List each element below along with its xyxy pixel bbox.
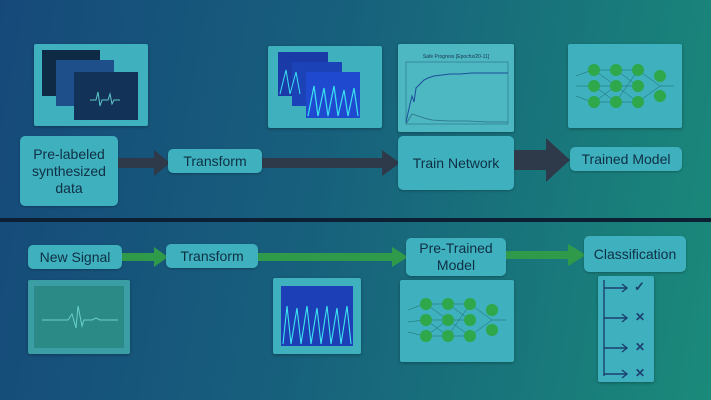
spectrogram-image: [281, 286, 353, 346]
arrow-top-2: [262, 150, 400, 176]
trained-model-box: Trained Model: [570, 147, 682, 171]
arrow-top-1: [118, 150, 170, 176]
arrow-bottom-3: [506, 244, 586, 266]
section-divider: [0, 218, 711, 222]
new-signal-box: New Signal: [28, 245, 122, 269]
pre-trained-network-icon: [407, 298, 506, 342]
trained-network-image: [568, 44, 682, 128]
top-transform-box: Transform: [168, 149, 262, 173]
plot-title: Safe Progress [Epochs/20-11]: [423, 54, 490, 60]
top-transform-label: Transform: [183, 152, 247, 169]
arrow-top-3: [514, 138, 570, 182]
result-mark-x-icon: ✕: [635, 310, 646, 324]
ecg-signal: [34, 286, 124, 348]
transformed-images-thumbnail: [268, 46, 382, 128]
neural-network-icon: [575, 64, 674, 108]
result-mark-check-icon: ✓: [634, 279, 645, 294]
classification-box: Classification: [584, 236, 686, 272]
bottom-spectrogram-thumbnail: [273, 278, 361, 354]
synthesized-data-thumbnail: [34, 44, 148, 126]
pre-trained-model-label: Pre-Trained Model: [419, 240, 493, 273]
pre-trained-network-image: [400, 280, 514, 362]
stacked-spectrograms: [278, 52, 360, 118]
train-network-label: Train Network: [412, 154, 500, 171]
arrow-bottom-1: [122, 247, 168, 267]
new-signal-label: New Signal: [39, 248, 111, 265]
result-mark-x-icon: ✕: [635, 366, 646, 380]
stacked-signal-images: [42, 50, 138, 120]
pre-trained-model-box: Pre-Trained Model: [406, 238, 506, 276]
pre-labeled-data-box: Pre-labeled synthesized data: [20, 136, 118, 206]
training-progress-plot: Safe Progress [Epochs/20-11]: [398, 44, 514, 132]
classification-results: ✓ ✕ ✕ ✕: [598, 276, 654, 382]
bottom-transform-label: Transform: [180, 247, 244, 264]
new-signal-thumbnail: [28, 280, 130, 354]
result-mark-x-icon: ✕: [635, 340, 646, 354]
training-curve: Safe Progress [Epochs/20-11]: [405, 54, 509, 125]
pre-labeled-data-label: Pre-labeled synthesized data: [32, 145, 106, 196]
train-network-box: Train Network: [398, 136, 514, 190]
arrow-bottom-2: [258, 247, 408, 267]
result-arrows: [603, 280, 629, 379]
classification-label: Classification: [593, 245, 677, 262]
bottom-transform-box: Transform: [166, 244, 258, 268]
trained-model-label: Trained Model: [581, 150, 671, 167]
